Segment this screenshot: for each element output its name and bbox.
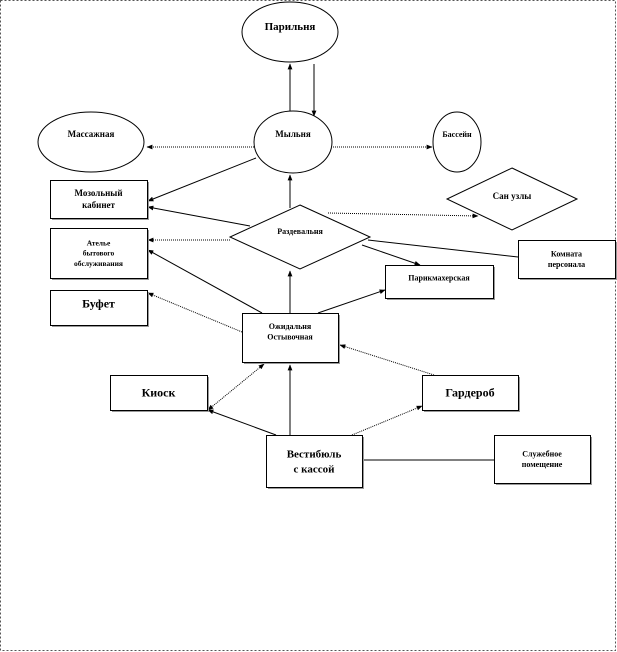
node-box	[242, 313, 339, 363]
node-label: Раздевальня	[277, 227, 323, 236]
node-bassein: Бассейн	[432, 111, 482, 173]
node-parilnya: Парильня	[241, 1, 339, 63]
node-label: Мыльня	[275, 129, 311, 139]
node-ellipse	[241, 1, 339, 63]
node-label: Гардероб	[445, 386, 494, 400]
node-label: Киоск	[142, 386, 176, 400]
node-box	[385, 265, 494, 299]
node-san-uzly: Сан узлы	[445, 167, 579, 231]
node-label: Буфет	[82, 297, 115, 311]
node-mylnya: Мыльня	[253, 110, 333, 174]
node-kiosk: Киоск	[110, 375, 209, 412]
node-label: Сан узлы	[493, 191, 532, 201]
node-box	[518, 240, 616, 279]
edge-ozhidalnya-bufet	[147, 292, 243, 333]
node-label: персонала	[548, 260, 585, 269]
node-box	[422, 375, 519, 411]
node-label: Парикмахерская	[408, 273, 470, 282]
node-sluzhebnoe: Служебное помещение	[494, 435, 592, 485]
edge-ozhidalnya-atelie	[147, 249, 263, 314]
node-massazhnaya: Массажная	[37, 111, 145, 173]
node-ellipse	[432, 111, 482, 173]
node-label: Мозольный	[74, 188, 122, 198]
node-ellipse	[253, 110, 333, 174]
edge-razdevalnya-komnata	[367, 239, 519, 258]
node-label: кабинет	[82, 200, 115, 210]
node-label: Остывочная	[267, 333, 313, 342]
edge-razdevalnya-parikmakherskaya	[361, 244, 421, 266]
node-mozolny: Мозольный кабинет	[50, 180, 149, 220]
edge-garderob-ozhidalnya	[339, 344, 435, 376]
edge-ozhidalnya-parikmakherskaya	[317, 289, 386, 314]
node-box	[110, 375, 208, 411]
node-label: бытового	[83, 249, 115, 258]
node-label: Ателье	[87, 239, 111, 248]
node-label: Массажная	[68, 129, 115, 139]
node-razdevalnya: Раздевальня	[228, 204, 372, 270]
node-label: с кассой	[294, 463, 336, 475]
node-label: Бассейн	[442, 130, 472, 139]
edge-vestibul-kiosk	[207, 409, 277, 436]
node-bufet: Буфет	[50, 290, 149, 327]
node-ellipse	[37, 111, 145, 173]
node-label: Служебное	[522, 449, 562, 458]
node-label: Парильня	[265, 21, 316, 33]
edge-vestibul-garderob	[351, 405, 423, 436]
edge-razdevalnya-mozolny	[147, 205, 251, 227]
edge-mylnya-mozolny	[147, 157, 257, 202]
node-box	[494, 435, 591, 484]
node-label: Вестибюль	[287, 448, 342, 460]
node-garderob: Гардероб	[422, 375, 520, 412]
node-label: помещение	[522, 460, 563, 469]
node-label: Ожидальня	[269, 322, 312, 331]
node-box	[50, 290, 148, 326]
node-parikmakherskaya: Парикмахерская	[385, 265, 495, 300]
node-vestibul: Вестибюль с кассой	[266, 435, 364, 489]
node-box	[50, 180, 148, 219]
node-diamond	[445, 167, 579, 231]
node-box	[50, 228, 148, 279]
node-box	[266, 435, 363, 488]
node-label: обслуживания	[74, 259, 123, 268]
node-komnata: Комната персонала	[518, 240, 617, 280]
edge-razdevalnya-san-uzly	[327, 212, 479, 219]
edge-kiosk-ozhidalnya	[207, 363, 265, 411]
node-label: Комната	[551, 249, 582, 258]
node-diamond	[228, 204, 372, 270]
